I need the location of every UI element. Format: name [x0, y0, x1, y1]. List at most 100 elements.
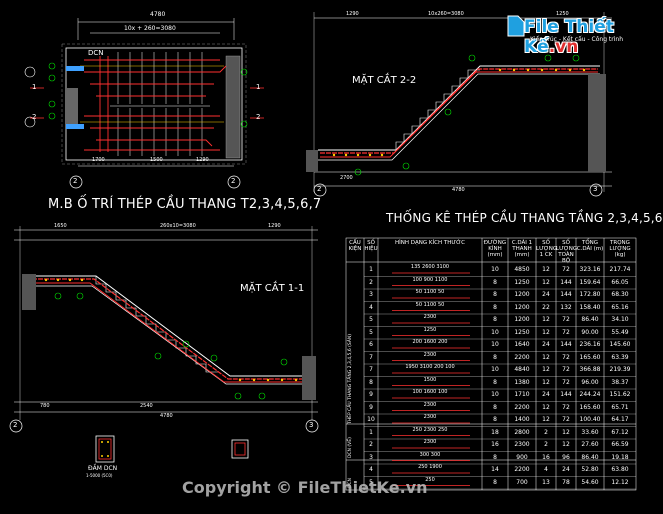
table-cell: 8	[493, 316, 497, 323]
logo-text: File Thiết Kế.vn	[524, 17, 614, 57]
section-1-1-axis-left: 2	[13, 421, 18, 429]
table-cell: 1250	[514, 278, 530, 286]
section-mark-2-right: 2	[256, 113, 261, 121]
plan-top-dim: 4780	[150, 11, 166, 18]
section-1-1-dim-1: 1650	[54, 223, 67, 229]
table-cell: 68.30	[611, 291, 629, 298]
plan-view	[24, 18, 264, 189]
table-cell: 4850	[514, 266, 530, 273]
table-cell: 2	[369, 278, 373, 286]
section-1-1	[9, 226, 319, 433]
table-cell: 19.18	[611, 453, 629, 461]
table-cell: 2200	[514, 353, 530, 361]
table-cell: 12	[542, 366, 550, 373]
plan-bottom-dim-3: 1290	[196, 157, 209, 163]
table-cell: 3	[369, 291, 373, 298]
table-cell: 217.74	[609, 266, 631, 273]
table-cell: 1710	[514, 391, 530, 398]
table-cell: 16	[491, 441, 499, 448]
table-cell: 24	[562, 466, 570, 473]
table-cell: 165.60	[579, 403, 601, 411]
section-1-1-title: MẶT CẮT 1-1	[240, 283, 305, 294]
section-2-2-bottom-dim-2: 4780	[452, 187, 465, 193]
table-cell: 132	[560, 303, 572, 311]
table-cell: 8	[369, 378, 373, 386]
table-cell: 1200	[514, 303, 530, 311]
table-shape-label: 50 1100 50	[415, 301, 445, 308]
section-2-2-bottom-dim-1: 2700	[340, 175, 353, 181]
plan-bottom-dim-2: 1500	[150, 157, 163, 163]
table-cell: 323.16	[579, 266, 601, 273]
table-cell: 12	[562, 441, 570, 448]
section-2-2-dim-1: 1290	[346, 11, 359, 17]
table-cell: 10	[491, 391, 499, 398]
table-cell: 24	[542, 291, 550, 298]
plan-bottom-dim-1: 1700	[92, 157, 105, 163]
table-cell: 12	[542, 266, 550, 273]
table-cell: 13	[542, 478, 550, 486]
section-mark-2-left: 2	[32, 113, 37, 121]
table-cell: 18	[491, 428, 499, 436]
table-shape-label: 300 300	[419, 451, 441, 458]
table-cell: 5	[369, 316, 373, 323]
table-cell: 64.17	[611, 416, 629, 423]
table-header-cell: SỐ HIỆU	[364, 240, 378, 252]
table-cell: 7	[369, 353, 373, 361]
table-cell: 8	[493, 303, 497, 311]
file-icon	[507, 15, 525, 37]
table-shape-label: 250 1900	[418, 464, 442, 470]
section-mark-1-left: 1	[32, 83, 37, 91]
table-cell: 24	[542, 391, 550, 398]
table-cell: 8	[493, 278, 497, 286]
plan-title: M.B Ố TRÍ THÉP CẦU THANG T2,3,4,5,6,7	[48, 197, 322, 212]
table-cell: 72	[562, 378, 570, 386]
dcn-detail	[95, 435, 249, 463]
table-shape-label: 250	[425, 476, 435, 483]
logo-tagline: Kiến trúc - Kết cấu - Công trình	[530, 36, 624, 43]
table-cell: 72	[562, 366, 570, 373]
table-cell: 4	[369, 303, 373, 311]
table-header-cell: SỐ LƯỢNG 1 CK	[536, 240, 558, 258]
table-cell: 72	[562, 403, 570, 411]
table-shape-label: 1250	[423, 326, 437, 333]
section-mark-1-right: 1	[256, 83, 261, 91]
table-cell: 158.40	[579, 303, 601, 311]
site-logo: File Thiết Kế.vn Kiến trúc - Kết cấu - C…	[504, 8, 636, 57]
table-cell: 24	[542, 341, 550, 348]
section-2-2-dim-3: 1250	[556, 11, 569, 17]
table-cell: 34.10	[611, 316, 629, 323]
table-header-cell: TRỌNG LƯỢNG (kg)	[609, 240, 631, 258]
table-cell: 16	[542, 453, 550, 461]
table-cell: 2	[369, 441, 373, 448]
table-cell: 8	[493, 353, 497, 361]
table-cell: 172.80	[579, 291, 601, 298]
table-cell: 1200	[514, 291, 530, 298]
dcn-scale: 1-5000 (5C0)	[86, 473, 113, 478]
table-cell: 33.60	[581, 428, 599, 436]
section-1-1-bottom-dim-3: 4780	[160, 413, 173, 419]
plan-inner-dim: 10x + 260=3080	[124, 25, 176, 32]
table-cell: 12	[542, 416, 550, 423]
table-cell: 12.12	[611, 478, 629, 486]
table-cell: 10	[491, 366, 499, 373]
table-cell: 90.00	[581, 328, 599, 336]
table-cell: 2200	[514, 466, 530, 473]
table-cell: 144	[560, 291, 572, 298]
table-shape-label: 135 2600 3100	[410, 264, 450, 270]
table-shape-label: 50 1100 50	[415, 289, 445, 295]
section-1-1-bottom-dim-1: 780	[40, 403, 50, 409]
section-1-1-bottom-dim-2: 2540	[140, 403, 153, 409]
table-cell: 2	[544, 428, 548, 436]
table-cell: 12	[542, 378, 550, 386]
table-shape-label: 100 900 1100	[412, 276, 448, 283]
table-cell: 144	[560, 278, 572, 286]
table-cell: 10	[367, 416, 375, 423]
table-cell: 38.37	[611, 378, 629, 386]
table-cell: 86.40	[581, 316, 599, 323]
table-cell: 8	[493, 416, 497, 423]
table-cell: 236.16	[579, 341, 601, 348]
table-cell: 159.64	[579, 278, 601, 286]
table-group-label: THÉP CẦU THANG TẦNG 2,3,4,5,6 (SÀN)	[348, 333, 353, 424]
table-cell: 2800	[514, 428, 530, 436]
plan-dcn-label: DCN	[88, 49, 104, 57]
